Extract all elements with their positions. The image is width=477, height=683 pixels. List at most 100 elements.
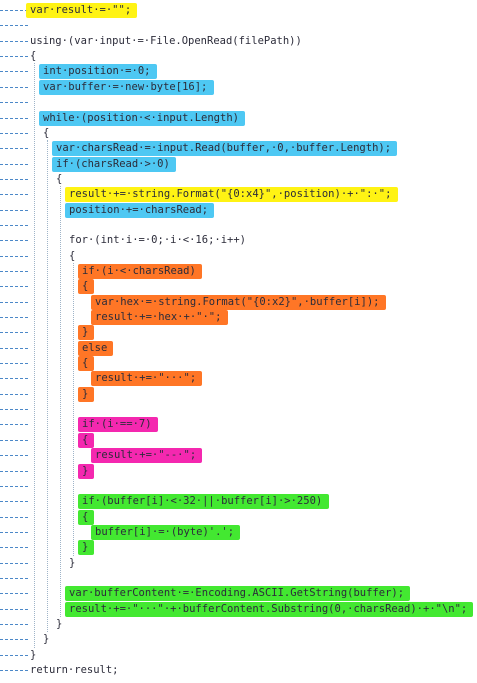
code-line[interactable]: while·(position·<·input.Length): [0, 110, 477, 127]
code-text: }: [30, 648, 37, 661]
code-text: var·charsRead·=·input.Read(buffer,·0,·bu…: [56, 142, 392, 155]
indent-dashes: [0, 624, 28, 625]
code-line[interactable]: for·(int·i·=·0;·i·<·16;·i++): [0, 232, 477, 249]
code-line[interactable]: }: [0, 324, 477, 341]
indent-dashes: [0, 86, 28, 88]
code-line[interactable]: {: [0, 171, 477, 188]
code-line[interactable]: [0, 217, 477, 234]
indent-dashes: [0, 409, 28, 411]
highlighter-mark-magenta: [91, 448, 203, 464]
code-line[interactable]: }: [0, 555, 477, 572]
highlighter-mark-orange: [78, 263, 202, 279]
highlighter-mark-orange: [78, 386, 95, 402]
code-line[interactable]: }: [0, 616, 477, 633]
highlighter-mark-orange: [78, 325, 95, 341]
code-text: if·(i·<·charsRead): [82, 264, 196, 277]
code-line[interactable]: [0, 94, 477, 111]
code-text: using·(var·input·=·File.OpenRead(filePat…: [30, 34, 302, 47]
code-line[interactable]: {: [0, 48, 477, 65]
code-line[interactable]: {: [0, 125, 477, 142]
highlighter-mark-orange: [78, 356, 95, 372]
highlighter-mark-green: [65, 586, 411, 602]
code-line[interactable]: if·(charsRead·>·0): [0, 156, 477, 173]
indent-dashes: [0, 670, 28, 671]
code-line[interactable]: var·charsRead·=·input.Read(buffer,·0,·bu…: [0, 140, 477, 157]
code-line[interactable]: {: [0, 248, 477, 265]
code-line[interactable]: {: [0, 432, 477, 449]
code-line[interactable]: if·(buffer[i]·<·32·||·buffer[i]·>·250): [0, 493, 477, 510]
code-text: {: [30, 50, 37, 62]
code-text: result·+=·"···";: [95, 372, 197, 385]
code-line[interactable]: }: [0, 386, 477, 403]
code-text: var·buffer·=·new·byte[16];: [43, 80, 208, 93]
indent-dashes: [0, 470, 28, 472]
code-line[interactable]: result·+=·"···"·+·bufferContent.Substrin…: [0, 601, 477, 618]
code-line[interactable]: result·+=·hex·+·"·";: [0, 309, 477, 326]
code-line[interactable]: var·bufferContent·=·Encoding.ASCII.GetSt…: [0, 585, 477, 602]
indent-dashes: [0, 270, 28, 272]
code-text: {: [82, 357, 89, 370]
code-line[interactable]: [0, 17, 477, 34]
indent-dashes: [0, 286, 28, 288]
highlighter-mark-blue: [52, 156, 176, 172]
code-line[interactable]: {: [0, 278, 477, 295]
highlighter-mark-magenta: [78, 417, 158, 433]
code-line[interactable]: }: [0, 647, 477, 664]
code-line[interactable]: [0, 478, 477, 495]
code-line[interactable]: {: [0, 509, 477, 526]
highlighter-mark-orange: [78, 279, 95, 295]
code-line[interactable]: position·+=·charsRead;: [0, 202, 477, 219]
indent-dashes: [0, 240, 28, 242]
code-line[interactable]: [0, 401, 477, 418]
code-line[interactable]: var·buffer·=·new·byte[16];: [0, 79, 477, 96]
indent-dashes: [0, 378, 28, 380]
code-line[interactable]: result·+=·"--·";: [0, 447, 477, 464]
highlighter-mark-blue: [39, 79, 214, 95]
indent-dashes: [0, 224, 28, 226]
code-text: }: [69, 556, 76, 569]
highlighter-mark-orange: [91, 371, 203, 387]
indent-guide: [47, 139, 48, 633]
code-line[interactable]: return·result;: [0, 662, 477, 679]
indent-dashes: [0, 439, 28, 441]
code-line[interactable]: [0, 570, 477, 587]
code-text: var·hex·=·string.Format("{0:x2}",·buffer…: [95, 295, 380, 308]
code-line[interactable]: buffer[i]·=·(byte)'.';: [0, 524, 477, 541]
indent-dashes: [0, 531, 28, 533]
code-line[interactable]: if·(i·<·charsRead): [0, 263, 477, 280]
code-text: {: [82, 433, 89, 446]
indent-dashes: [0, 562, 28, 564]
code-line[interactable]: else: [0, 340, 477, 357]
indent-dashes: [0, 117, 28, 119]
highlighter-mark-green: [78, 509, 95, 525]
code-line[interactable]: var·hex·=·string.Format("{0:x2}",·buffer…: [0, 294, 477, 311]
code-text: }: [82, 326, 89, 339]
code-line[interactable]: }: [0, 539, 477, 556]
code-line[interactable]: }: [0, 631, 477, 648]
highlighter-mark-yellow: [65, 187, 398, 203]
code-text: result·+=·"--·";: [95, 449, 197, 462]
indent-dashes: [0, 132, 28, 134]
indent-guide: [34, 63, 35, 648]
code-text: if·(charsRead·>·0): [56, 157, 170, 170]
code-text: {: [69, 249, 76, 262]
code-line[interactable]: int·position·=·0;: [0, 63, 477, 80]
code-line[interactable]: {: [0, 355, 477, 372]
highlighter-mark-yellow: [26, 3, 138, 18]
code-text: }: [82, 387, 89, 400]
highlighter-mark-magenta: [78, 432, 95, 448]
code-line[interactable]: var·result·=·"";: [0, 2, 477, 19]
highlighter-mark-orange: [91, 294, 386, 310]
code-text: result·+=·string.Format("{0:x4}",·positi…: [69, 188, 392, 201]
indent-dashes: [0, 25, 28, 27]
code-text: var·bufferContent·=·Encoding.ASCII.GetSt…: [69, 587, 405, 600]
code-line[interactable]: using·(var·input·=·File.OpenRead(filePat…: [0, 33, 477, 50]
code-text: position·+=·charsRead;: [69, 203, 209, 216]
code-line[interactable]: if·(i·==·7): [0, 416, 477, 433]
code-line[interactable]: }: [0, 463, 477, 480]
code-line[interactable]: result·+=·string.Format("{0:x4}",·positi…: [0, 186, 477, 203]
highlighter-mark-magenta: [78, 463, 95, 479]
indent-dashes: [0, 148, 28, 150]
code-line[interactable]: result·+=·"···";: [0, 370, 477, 387]
